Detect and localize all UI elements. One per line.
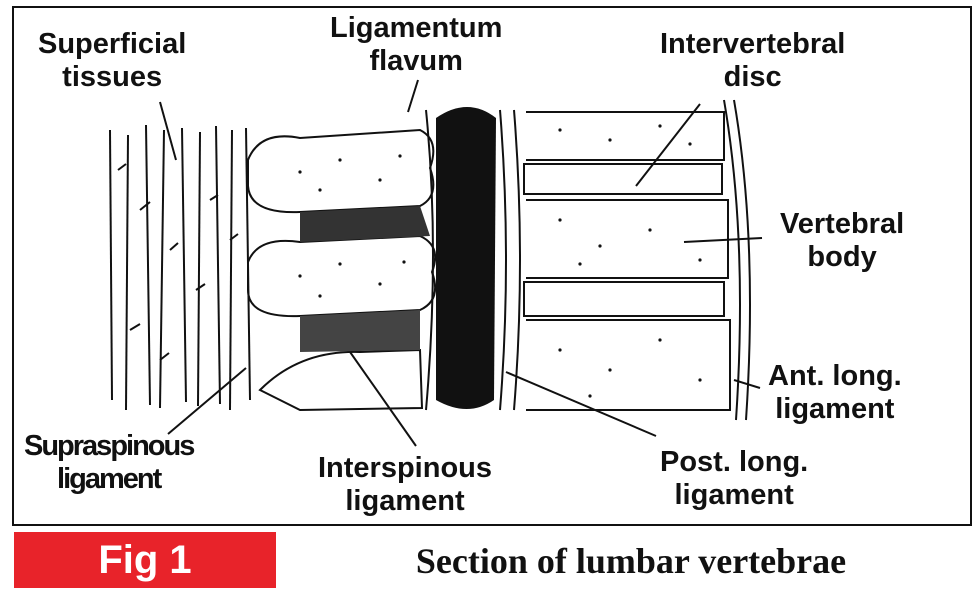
interspinous-tissue-drawing [300, 206, 430, 242]
ligamentum-flavum-drawing [426, 110, 433, 410]
superficial-tissues-drawing [110, 125, 250, 410]
label-vertebral-body: Vertebral body [780, 208, 904, 274]
label-ant-long-ligament: Ant. long. ligament [768, 360, 902, 426]
label-intervertebral-disc: Intervertebral disc [660, 28, 845, 94]
label-interspinous-ligament: Interspinous ligament [318, 452, 492, 518]
posterior-ligament-drawing [500, 110, 506, 410]
spinous-processes-drawing [248, 130, 435, 410]
spinal-canal-drawing [436, 107, 496, 409]
label-superficial-tissues: Superficial tissues [38, 28, 186, 94]
label-supraspinous-ligament: Supraspinous ligament [24, 430, 193, 496]
figure-number-tag: Fig 1 [14, 532, 276, 588]
anterior-ligament-drawing [724, 100, 740, 420]
bone-texture-dots [298, 124, 701, 397]
label-post-long-ligament: Post. long. ligament [660, 446, 808, 512]
figure-caption: Section of lumbar vertebrae [296, 536, 966, 586]
label-ligamentum-flavum: Ligamentum flavum [330, 12, 502, 78]
